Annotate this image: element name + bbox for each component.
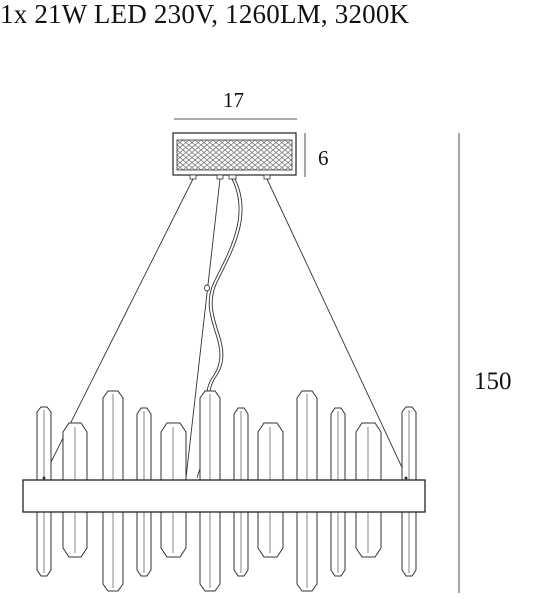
dimension-lines (174, 118, 460, 593)
cord-clip (204, 284, 210, 292)
suspension-cables (43, 178, 407, 479)
ceiling-canopy (172, 132, 297, 180)
dimension-overall-height: 150 (474, 368, 512, 395)
spec-title: 1x 21W LED 230V, 1260LM, 3200K (0, 0, 410, 29)
cable-attachment-points (42, 476, 408, 480)
dimension-canopy-width: 17 (223, 88, 244, 112)
cable-right (266, 178, 407, 477)
cable-center-left (185, 178, 221, 479)
dimension-canopy-height: 6 (318, 146, 329, 170)
ring-frame (22, 479, 426, 513)
